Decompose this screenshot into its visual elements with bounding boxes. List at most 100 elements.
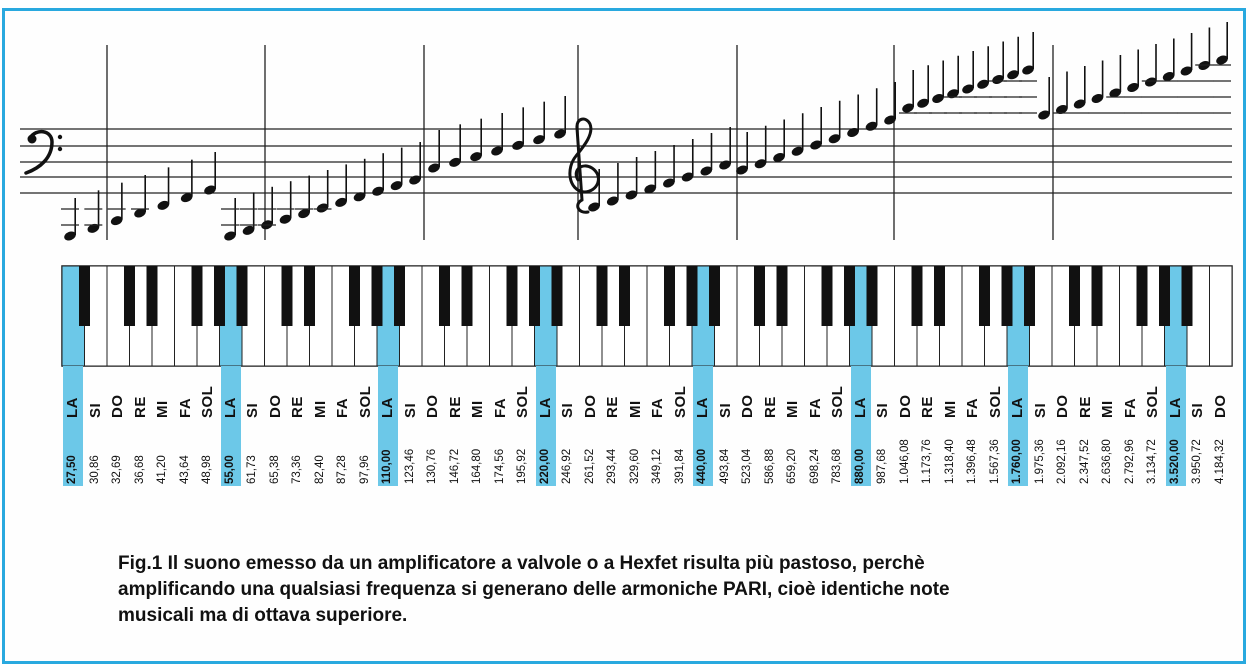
note-label: DO [424,394,442,419]
music-note [107,182,126,226]
music-note [533,101,546,145]
note-label: RE [1076,396,1094,418]
frequency-label: 1.046,08 [898,439,911,484]
music-note [335,164,348,207]
frequency-label: 3.134,72 [1146,439,1159,484]
frequency-label: 97,96 [358,455,371,484]
note-label: RE [604,396,622,418]
note-label: DO [581,394,599,419]
black-key [529,266,540,326]
frequency-label: 2.347,52 [1078,439,1091,484]
highlight-band [63,366,84,486]
music-note [428,130,441,173]
black-key [281,266,293,326]
black-key [551,266,563,326]
frequency-label: 329,60 [628,448,641,484]
frequency-label: 1.396,48 [966,439,979,484]
black-key [371,266,383,326]
black-key [1069,266,1080,326]
frequency-label: 32,69 [111,455,124,484]
frequency-label: 493,84 [718,448,731,484]
music-note [865,88,878,131]
frequency-label: 440,00 [696,448,709,484]
music-note [773,119,786,162]
note-label: DO [109,394,127,419]
black-key [979,266,990,326]
frequency-label: 2.792,96 [1123,439,1136,484]
note-label: RE [919,396,937,418]
note-label: DO [266,394,284,419]
black-key [191,266,203,326]
music-note [1195,27,1214,114]
music-note [588,169,601,212]
frequency-label: 43,64 [178,455,191,484]
note-label: DO [896,394,914,419]
frequency-label: 2.636,80 [1101,439,1114,484]
music-note [663,145,675,188]
music-note [204,152,216,195]
music-note [1177,33,1196,114]
note-label: MI [311,400,329,418]
frequency-label: 1.975,36 [1033,439,1046,484]
black-key [394,266,405,326]
music-note [512,107,525,150]
music-note [736,132,749,175]
frequency-label: 82,40 [313,455,326,484]
frequency-label: 261,52 [583,448,596,484]
note-label: LA [851,397,869,418]
note-label: FA [176,397,194,418]
note-label: LA [1009,397,1027,418]
music-note [810,107,823,150]
music-note [681,139,694,182]
note-label: FA [1121,397,1139,418]
music-note [1038,77,1050,120]
music-note [700,133,713,176]
black-key [506,266,518,326]
white-key-do [1209,265,1233,367]
music-note [1052,71,1071,114]
note-label: FA [334,397,352,418]
black-key [439,266,450,326]
note-label: SI [559,402,577,418]
piano-keyboard [61,265,1233,367]
music-note [1141,44,1160,114]
highlight-band [220,366,241,486]
frequency-label: 48,98 [201,455,214,484]
music-note [884,82,897,125]
music-note [390,147,403,191]
frequency-label: 87,28 [336,455,349,484]
note-label: MI [469,400,487,418]
note-label: LA [536,397,554,418]
note-label: SOL [986,385,1004,418]
music-note [449,124,462,167]
frequency-label: 4.184,32 [1213,439,1226,484]
note-label: FA [806,397,824,418]
note-label: DO [739,394,757,419]
frequency-label: 41,20 [156,455,169,484]
music-staff [20,22,1232,241]
black-key [236,266,248,326]
note-label: SOL [199,385,217,418]
black-key [821,266,833,326]
music-note [719,127,732,170]
note-label: LA [694,397,712,418]
music-note [899,70,917,114]
frequency-label: 30,86 [88,455,101,484]
black-key [1181,266,1193,326]
note-label: SI [244,402,262,418]
frequency-label: 110,00 [381,449,394,484]
music-note [131,175,149,218]
note-label: SOL [829,385,847,418]
frequency-label: 36,68 [133,455,146,484]
black-key [709,266,720,326]
frequency-label: 1.567,36 [988,439,1001,484]
note-label: FA [491,397,509,418]
note-label: MI [154,400,172,418]
black-key [1001,266,1013,326]
black-key [619,266,630,326]
note-label: LA [221,397,239,418]
frequency-label: 1.318,40 [943,439,956,484]
frequency-label: 55,00 [223,455,236,484]
music-note [1159,38,1178,114]
note-label: LA [1166,397,1184,418]
